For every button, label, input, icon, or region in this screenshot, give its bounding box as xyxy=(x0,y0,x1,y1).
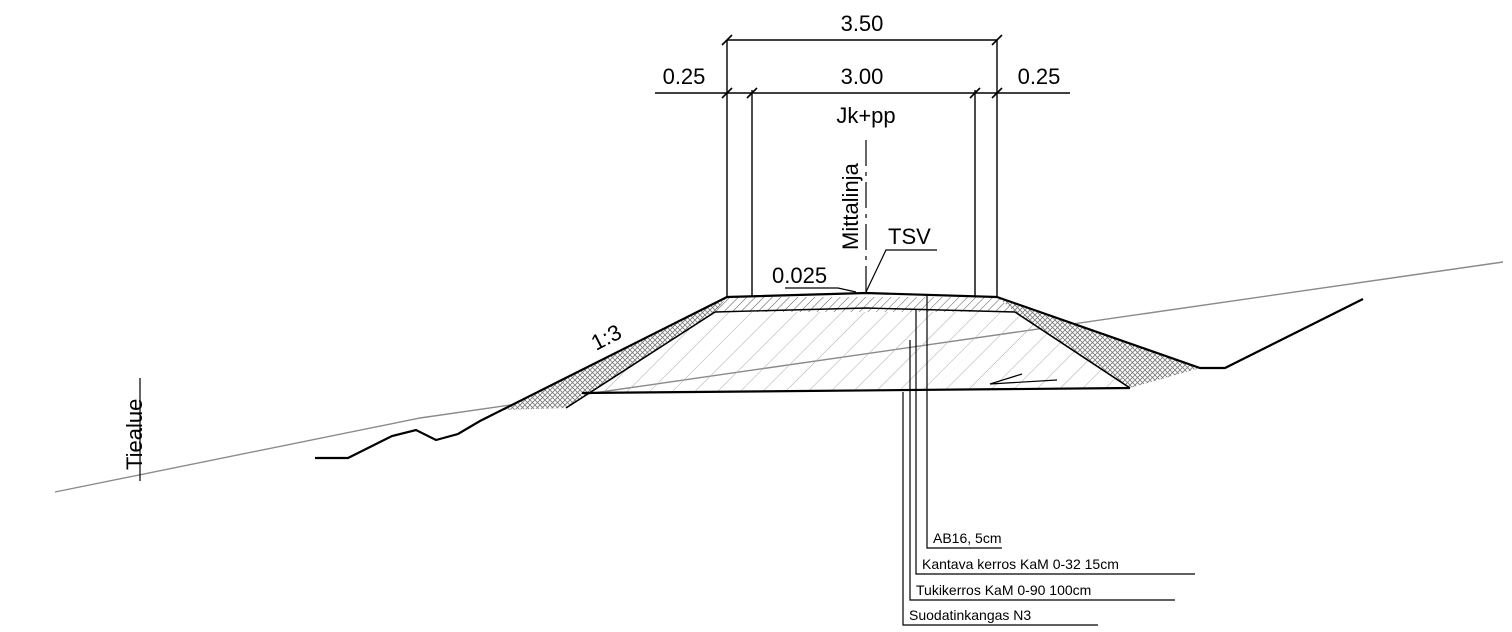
crossfall-arrow xyxy=(989,373,1058,385)
right-edge-dimension: 0.25 xyxy=(1018,64,1061,89)
layer-label-subbase: Tukikerros KaM 0-90 100cm xyxy=(916,582,1091,598)
layer-label-ab16: AB16, 5cm xyxy=(933,530,1001,546)
measure-line-label: Mittalinja xyxy=(838,162,863,250)
crossfall-label: 0.025 xyxy=(772,263,827,288)
embankment-right-outline xyxy=(996,295,1364,370)
dimension-lines xyxy=(655,34,1070,99)
road-area-label: Tiealue xyxy=(122,399,147,470)
base-course-layer xyxy=(714,297,1016,313)
embankment-left-outline xyxy=(315,296,728,460)
road-surface xyxy=(726,291,998,299)
layer-legend: AB16, 5cm Kantava kerros KaM 0-32 15cm T… xyxy=(909,530,1119,623)
lane-width-dimension: 3.00 xyxy=(841,64,884,89)
extension-lines xyxy=(726,40,998,297)
left-edge-dimension: 0.25 xyxy=(663,64,706,89)
crossfall-leader xyxy=(785,287,857,293)
layer-leaders xyxy=(902,294,1195,626)
total-width-dimension: 3.50 xyxy=(841,11,884,36)
subbase-layer xyxy=(565,311,1131,409)
layer-label-geotextile: Suodatinkangas N3 xyxy=(909,607,1031,623)
lane-type-label: Jk+pp xyxy=(836,103,895,128)
existing-ground-line xyxy=(54,261,1504,493)
tsv-label: TSV xyxy=(888,224,931,249)
tsv-leader xyxy=(865,249,937,293)
layer-label-base-course: Kantava kerros KaM 0-32 15cm xyxy=(922,556,1119,572)
